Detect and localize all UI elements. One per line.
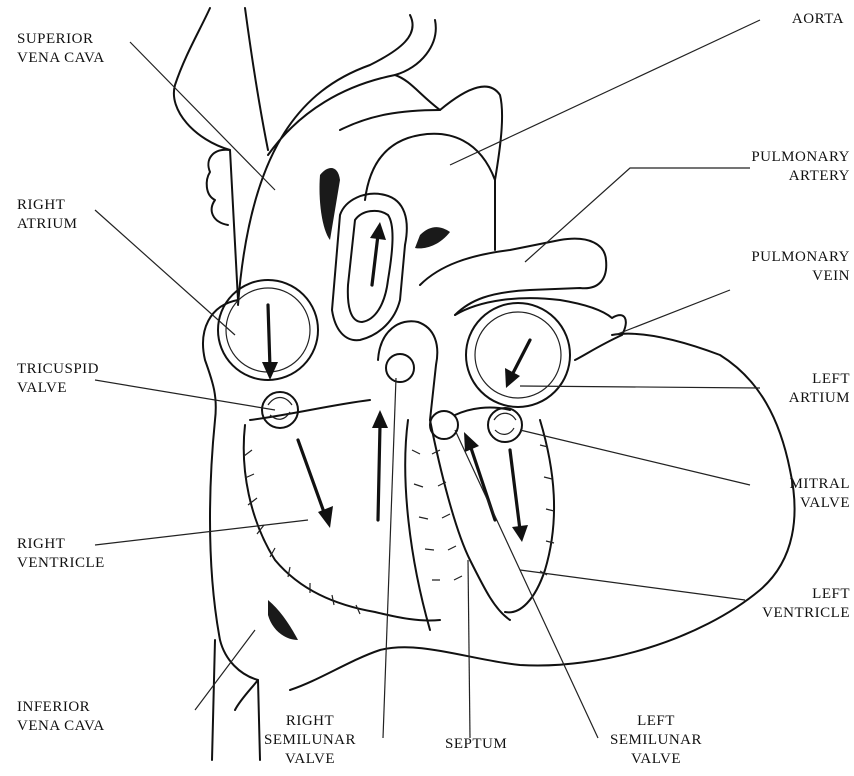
leader-lines [95,20,760,738]
heart-outline [203,300,795,760]
label-septum: SEPTUM [445,735,507,754]
label-aorta: AORTA [792,10,844,29]
superior-vena-cava-shape [174,8,268,300]
left-atrium-shape [466,303,570,407]
septum-shape [405,420,510,630]
